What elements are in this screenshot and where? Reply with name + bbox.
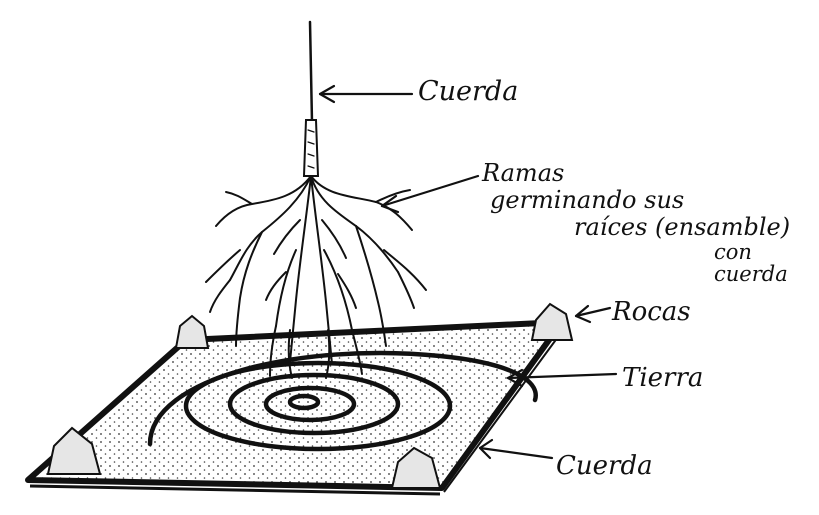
label-tierra: Tierra (622, 365, 703, 391)
label-ramas-line4: con cuerda (482, 241, 812, 285)
label-ramas: Ramas germinando sus raíces (ensamble) c… (482, 160, 812, 285)
label-ramas-line1: Ramas (482, 160, 812, 187)
arrow-ramas (382, 176, 478, 206)
rock-back-right (532, 304, 572, 340)
rock-back-left (176, 316, 208, 348)
label-cuerda-bottom: Cuerda (556, 453, 653, 479)
label-rocas: Rocas (612, 299, 691, 325)
label-ramas-line3: raíces (ensamble) (482, 214, 812, 241)
label-ramas-line2: germinando sus (482, 187, 812, 214)
arrow-cuerda-bottom (480, 448, 552, 458)
label-cuerda-top: Cuerda (418, 78, 518, 105)
hanging-rope (304, 22, 318, 176)
